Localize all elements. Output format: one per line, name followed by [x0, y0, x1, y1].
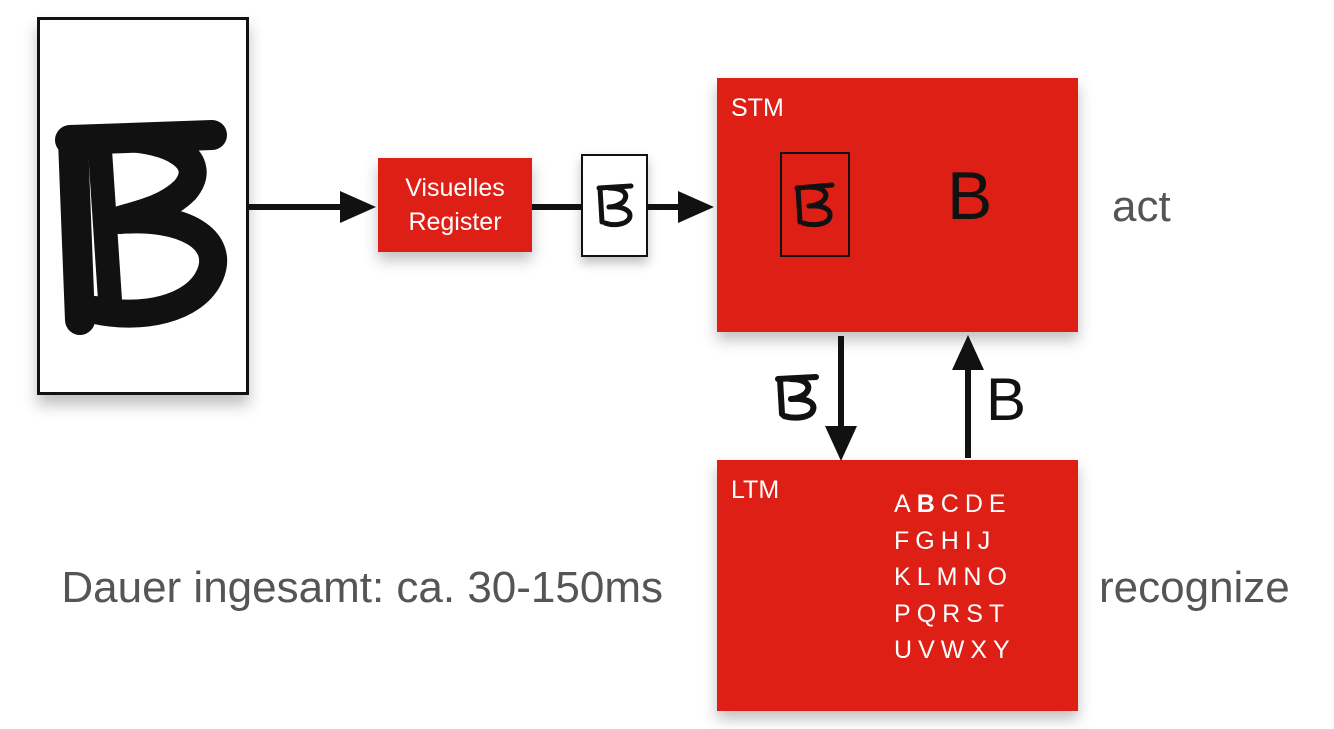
ltm-alphabet-row: KLMNO [894, 559, 1016, 596]
ltm-letter: O [987, 563, 1012, 591]
ltm-title: LTM [731, 476, 779, 505]
ltm-letter: K [894, 563, 917, 591]
ltm-letter: W [941, 636, 971, 664]
ltm-letter: S [966, 600, 989, 628]
ltm-alphabet-row: FGHIJ [894, 523, 1016, 560]
ltm-letter: A [894, 490, 917, 518]
register-output-card [581, 154, 648, 257]
transfer-handwritten-b-glyph [778, 377, 816, 418]
ltm-letter: X [970, 636, 993, 664]
small-handwritten-b-glyph [583, 156, 646, 255]
ltm-letter: M [937, 563, 964, 591]
ltm-letter: U [894, 636, 918, 664]
handwritten-b-glyph [40, 20, 246, 392]
recognize-label: recognize [1099, 566, 1290, 610]
ltm-alphabet-row: ABCDE [894, 486, 1016, 523]
ltm-letter: N [963, 563, 987, 591]
ltm-letter: C [941, 490, 965, 518]
ltm-letter: T [989, 600, 1010, 628]
ltm-letter: E [989, 490, 1012, 518]
arrow-stm-to-ltm [825, 336, 857, 461]
return-letter-label: B [986, 370, 1026, 430]
duration-label: Dauer ingesamt: ca. 30-150ms [61, 566, 663, 610]
stm-handwritten-card [780, 152, 850, 257]
visual-register-line-2: Register [405, 205, 505, 239]
ltm-alphabet-row: PQRST [894, 596, 1016, 633]
ltm-letter: H [941, 527, 965, 555]
stm-typed-letter: B [947, 162, 992, 230]
ltm-letter: L [917, 563, 937, 591]
ltm-letter: R [942, 600, 966, 628]
ltm-letter: V [918, 636, 941, 664]
ltm-letter: D [965, 490, 989, 518]
ltm-letter: Y [993, 636, 1016, 664]
arrow-stimulus-to-register [249, 191, 376, 223]
arrow-ltm-to-stm [952, 335, 984, 458]
stimulus-card [37, 17, 249, 395]
ltm-alphabet-row: UVWXY [894, 632, 1016, 669]
ltm-letter: J [978, 527, 997, 555]
stm-box: STM B [717, 78, 1078, 332]
act-label: act [1112, 185, 1171, 229]
ltm-letter: Q [917, 600, 942, 628]
ltm-letter: I [965, 527, 978, 555]
ltm-letter: P [894, 600, 917, 628]
arrow-card-to-stm [648, 191, 714, 223]
visual-register-line-1: Visuelles [405, 171, 505, 205]
ltm-letter: F [894, 527, 915, 555]
ltm-letter: B [917, 490, 941, 518]
ltm-letter: G [915, 527, 940, 555]
visual-register-box: Visuelles Register [378, 158, 532, 252]
stm-handwritten-b-glyph [782, 154, 848, 255]
stm-title: STM [731, 94, 784, 123]
